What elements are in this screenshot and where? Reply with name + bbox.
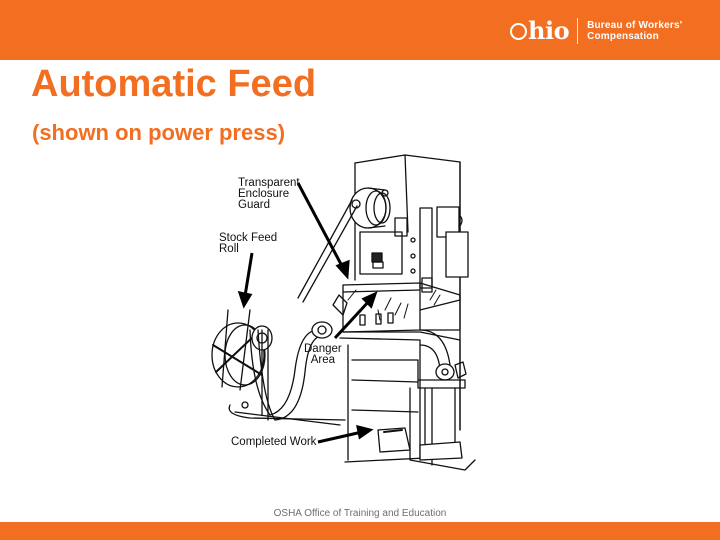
logo-bureau-text: Bureau of Workers' Compensation: [587, 20, 682, 42]
label-danger-line2: Area: [310, 354, 335, 366]
logo-o-ring-icon: [510, 22, 527, 40]
logo-ohio-text: hio: [528, 16, 570, 45]
footer-band: [0, 522, 720, 540]
label-feed-line2: Roll: [219, 243, 239, 255]
label-transparent-enclosure-guard: Transparent Enclosure Guard: [238, 177, 300, 211]
slide-subtitle: (shown on power press): [32, 120, 286, 145]
label-guard-line2: Enclosure: [238, 188, 290, 200]
header-band: [0, 0, 720, 60]
label-guard-line3: Guard: [238, 199, 270, 211]
ohio-bwc-logo: hio Bureau of Workers' Compensation: [510, 16, 682, 46]
footer-credit: OSHA Office of Training and Education: [273, 508, 447, 519]
logo-divider: [577, 18, 579, 44]
logo-bureau-line2: Compensation: [587, 31, 659, 42]
power-press-drawing: [211, 154, 476, 471]
label-danger-area: Danger Area: [304, 343, 342, 366]
logo-bureau-line1: Bureau of Workers': [587, 20, 683, 31]
slide-title: Automatic Feed: [31, 63, 317, 105]
label-danger-line1: Danger: [304, 343, 342, 355]
logo-ohio: hio: [510, 16, 570, 45]
label-feed-line1: Stock Feed: [219, 232, 278, 244]
label-completed-work: Completed Work: [231, 436, 317, 448]
label-stock-feed-roll: Stock Feed Roll: [219, 232, 278, 255]
label-guard-line1: Transparent: [238, 177, 300, 189]
